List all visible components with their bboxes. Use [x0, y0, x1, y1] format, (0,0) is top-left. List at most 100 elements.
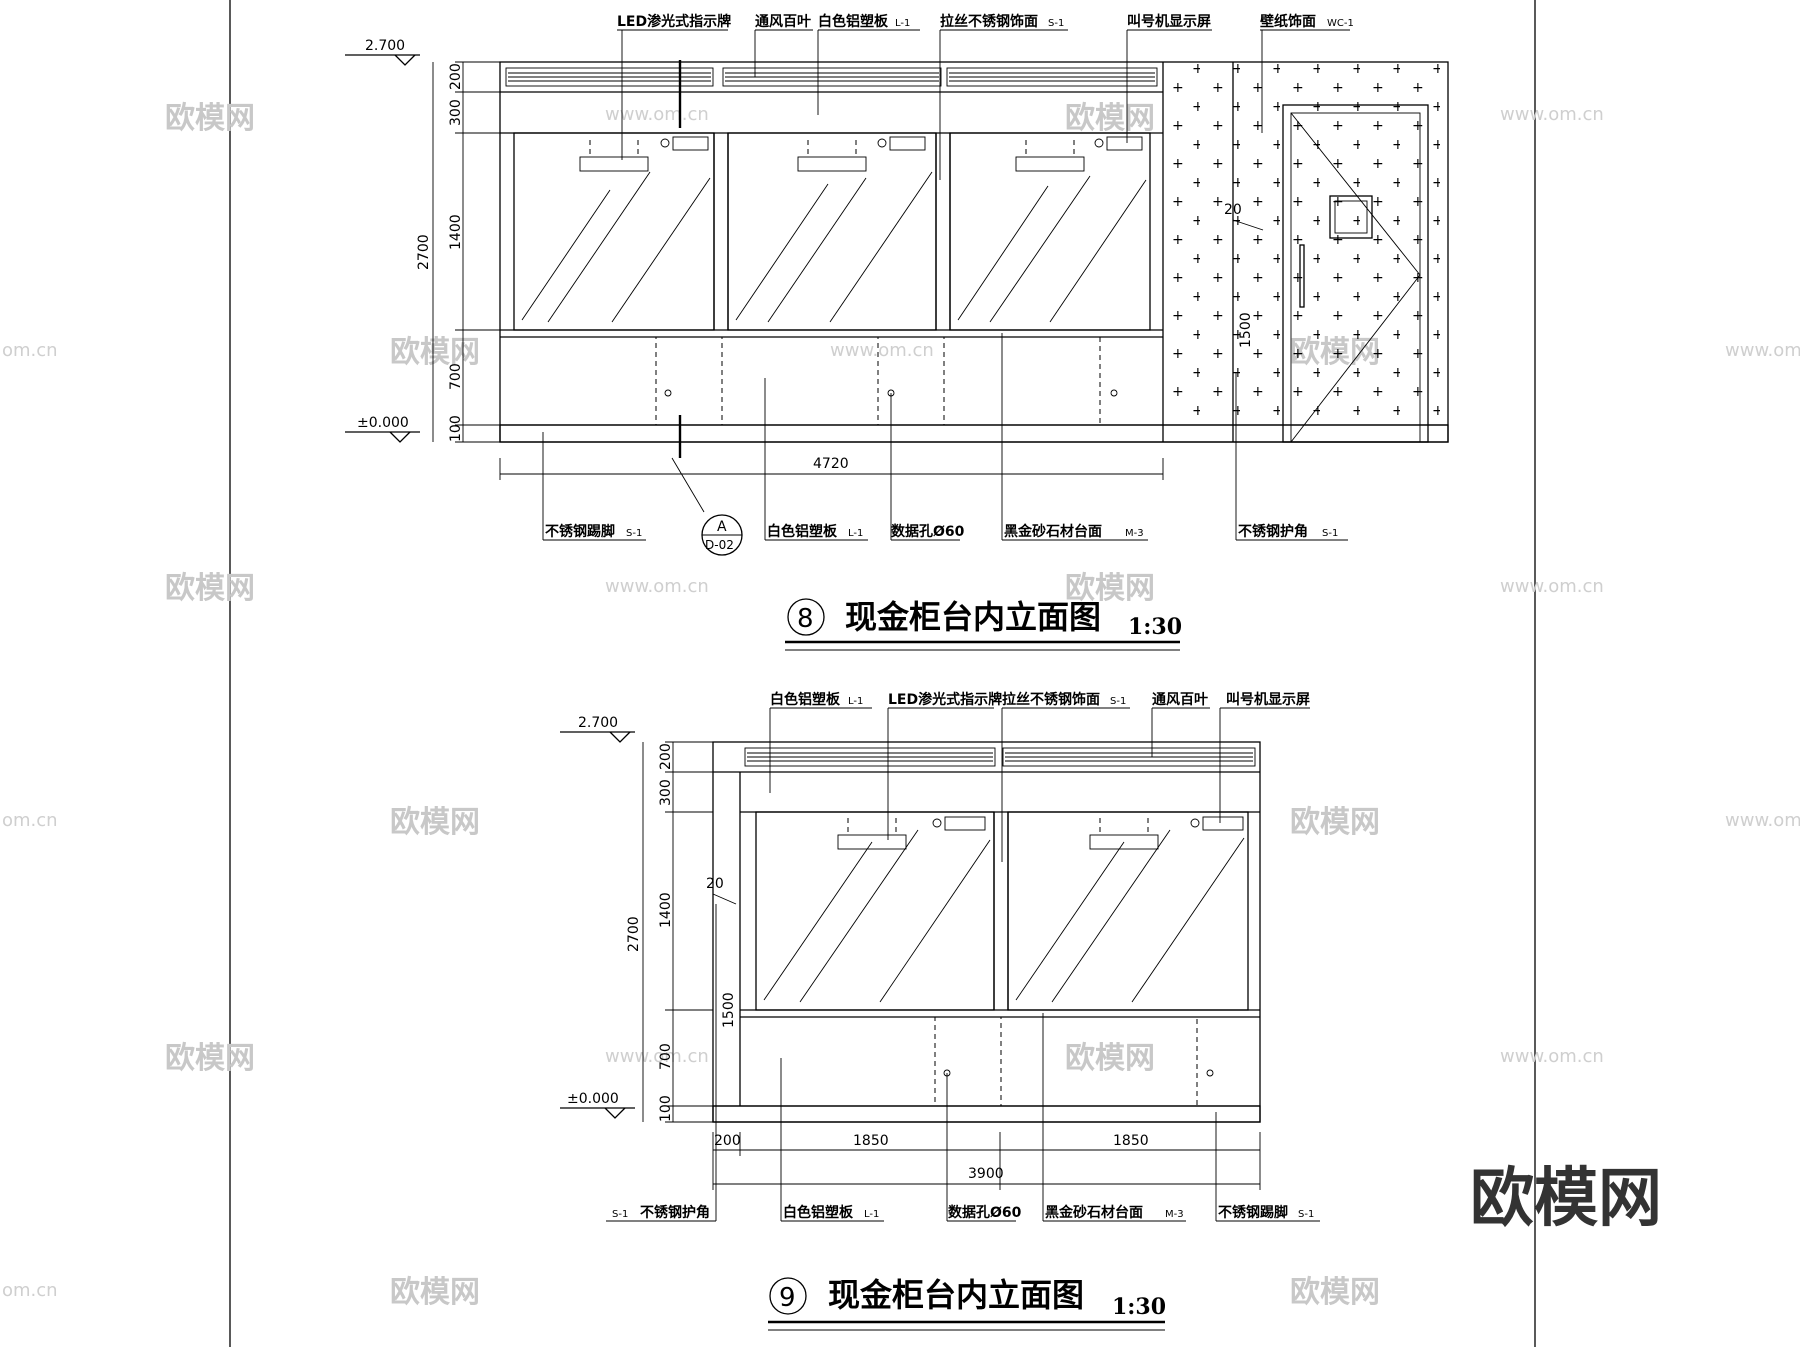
dim-1400: 1400 [658, 892, 674, 928]
drawing-title: 现金柜台内立面图 [845, 598, 1101, 636]
title-block-9: 9 现金柜台内立面图 1:30 [768, 1276, 1166, 1331]
dim-20: 20 [706, 876, 724, 892]
dim-width: 4720 [813, 456, 849, 472]
dim-1850-right: 1850 [1113, 1133, 1149, 1149]
label-white-panel: 白色铝塑板 [770, 691, 841, 708]
dim-1850-left: 1850 [853, 1133, 889, 1149]
watermark-url: www.om.cn [1500, 576, 1604, 597]
code-kick: S-1 [1298, 1209, 1314, 1220]
dim-1500: 1500 [1238, 312, 1254, 348]
dim-100: 100 [658, 1095, 674, 1122]
code-steel-trim: S-1 [1110, 696, 1126, 707]
watermark-text: 欧模网 [165, 101, 255, 136]
level-zero-text: ±0.000 [567, 1091, 619, 1107]
label-caller: 叫号机显示屏 [1226, 691, 1310, 708]
wallpaper-wall [1163, 62, 1448, 425]
dim-1500: 1500 [721, 992, 737, 1028]
caller-displays [660, 136, 1143, 151]
code-stone-top: M-3 [1125, 528, 1144, 539]
code-corner: S-1 [612, 1209, 628, 1220]
dim-200: 200 [448, 63, 464, 90]
label-stone-top: 黑金砂石材台面 [1004, 523, 1102, 540]
code-steel-trim: S-1 [1048, 18, 1064, 29]
title-block-8: 8 现金柜台内立面图 1:30 [785, 598, 1182, 651]
dim-width: 3900 [968, 1166, 1004, 1182]
code-white-panel: L-1 [848, 696, 863, 707]
elevation-9: 2.700 ±0.000 200 300 1400 700 100 2700 [560, 691, 1320, 1331]
label-data-hole: 数据孔Ø60 [948, 1204, 1022, 1221]
code-white-panel: L-1 [895, 18, 910, 29]
counter-outline [712, 741, 1261, 1123]
dim-1400: 1400 [448, 214, 464, 250]
level-zero-text: ±0.000 [357, 415, 409, 431]
watermark-text: 欧模网 [390, 335, 480, 370]
watermark-url-fragment: om.cn [2, 1280, 58, 1301]
label-led-sign: LED渗光式指示牌 [888, 691, 1002, 708]
dim-100: 100 [448, 415, 464, 442]
label-stone-top: 黑金砂石材台面 [1045, 1204, 1143, 1221]
elevation-8: 2.700 ±0.000 200 300 1400 700 100 2700 [345, 13, 1449, 651]
level-marker-top: 2.700 [560, 715, 635, 743]
watermark-url-fragment: om.cn [2, 340, 58, 361]
dim-300: 300 [658, 779, 674, 806]
kick-plinth [712, 1105, 1261, 1123]
drawing-title: 现金柜台内立面图 [828, 1276, 1084, 1314]
watermarks: 欧模网 欧模网 欧模网 欧模网 欧模网 欧模网 欧模网 欧模网 欧模网 欧模网 … [2, 101, 1800, 1310]
watermark-text: 欧模网 [165, 1041, 255, 1076]
vertical-dimensions: 200 300 1400 700 100 2700 [416, 61, 500, 443]
label-led-sign: LED渗光式指示牌 [617, 13, 731, 30]
code-stone-top: M-3 [1165, 1209, 1184, 1220]
kick-plinth [499, 424, 1449, 443]
watermark-text: 欧模网 [390, 1275, 480, 1310]
code-wallpaper: WC-1 [1327, 18, 1354, 29]
callouts-bottom: S-1 不锈钢护角 白色铝塑板 L-1 数据孔Ø60 黑金砂石材台面 M-3 不… [606, 1013, 1320, 1222]
label-wallpaper: 壁纸饰面 [1260, 13, 1316, 30]
label-caller: 叫号机显示屏 [1127, 13, 1211, 30]
horizontal-dimension: 4720 [499, 456, 1164, 480]
label-steel-trim: 拉丝不锈钢饰面 [940, 13, 1038, 30]
watermark-text: 欧模网 [1290, 805, 1380, 840]
dim-300: 300 [448, 99, 464, 126]
watermark-url: www.om.cn [605, 1046, 709, 1067]
watermark-url-fragment: om.cn [2, 810, 58, 831]
watermark-text: 欧模网 [1065, 1041, 1155, 1076]
vertical-dimensions: 200 300 1400 700 100 2700 [626, 741, 713, 1123]
label-white-panel-bottom: 白色铝塑板 [783, 1204, 854, 1221]
dim-20: 20 [1224, 202, 1242, 218]
glass-panels [755, 811, 1249, 1011]
level-marker-top: 2.700 [345, 38, 420, 66]
label-corner: 不锈钢护角 [640, 1204, 710, 1221]
led-signs [579, 140, 1085, 172]
drawing-number: 9 [779, 1283, 796, 1313]
watermark-text: 欧模网 [1290, 1275, 1380, 1310]
dim-total-2700: 2700 [626, 916, 642, 952]
code-kick: S-1 [626, 528, 642, 539]
label-kick: 不锈钢踢脚 [545, 523, 615, 540]
callouts-bottom: 不锈钢踢脚 S-1 A D-02 白色铝塑板 L-1 数据孔Ø60 黑金砂石材台… [542, 333, 1348, 556]
door [1282, 104, 1429, 443]
watermark-url: www.om.cn [1725, 810, 1800, 831]
code-white-panel-bottom: L-1 [864, 1209, 879, 1220]
led-signs [837, 818, 1159, 850]
level-top-text: 2.700 [578, 715, 618, 731]
code-corner: S-1 [1322, 528, 1338, 539]
label-white-panel: 白色铝塑板 [818, 13, 889, 30]
code-white-panel-bottom: L-1 [848, 528, 863, 539]
vent-grilles [505, 67, 1158, 87]
drawing-scale: 1:30 [1128, 614, 1182, 640]
glass-panels [513, 132, 1151, 331]
label-vent: 通风百叶 [1152, 692, 1208, 708]
watermark-text: 欧模网 [1065, 101, 1155, 136]
watermark-url: www.om.cn [605, 576, 709, 597]
label-white-panel-bottom: 白色铝塑板 [767, 523, 838, 540]
watermark-url: www.om.cn [830, 340, 934, 361]
caller-displays [932, 816, 1244, 831]
watermark-url: www.om.cn [1500, 1046, 1604, 1067]
watermark-url: www.om.cn [1725, 340, 1800, 361]
brand-logo: 欧模网 [1470, 1162, 1662, 1236]
ref-a: A [717, 519, 727, 535]
label-vent: 通风百叶 [755, 14, 811, 30]
label-kick: 不锈钢踢脚 [1218, 1204, 1288, 1221]
level-marker-zero: ±0.000 [560, 1091, 635, 1119]
